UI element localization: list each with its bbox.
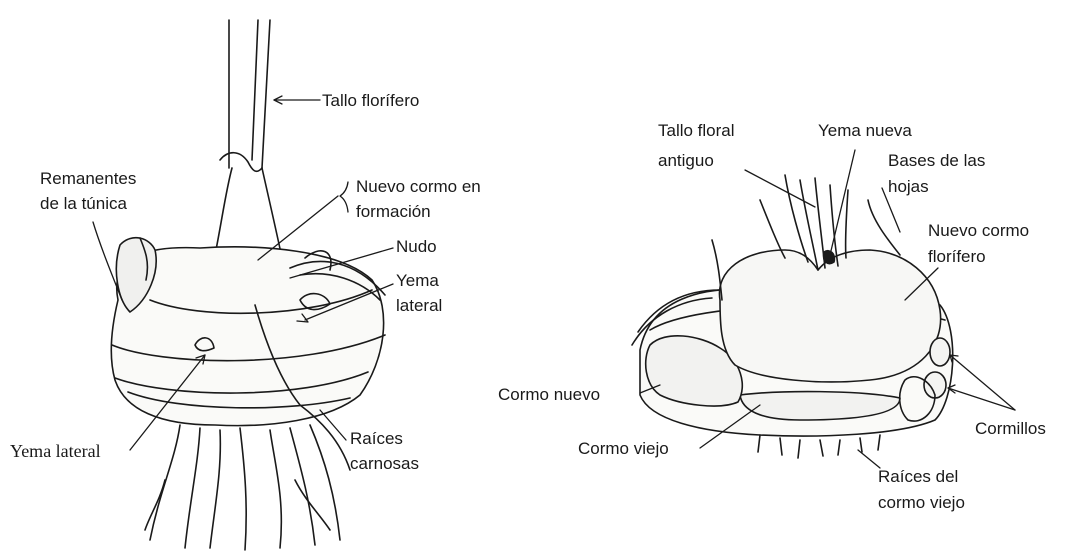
label-raices-line2: carnosas xyxy=(350,453,419,474)
label-yema-lateral-right-line2: lateral xyxy=(396,295,442,316)
label-tallo-florifero: Tallo florífero xyxy=(322,90,419,111)
label-cormo-nuevo: Cormo nuevo xyxy=(498,384,600,405)
label-cormillos: Cormillos xyxy=(975,418,1046,439)
label-remanentes-line2: de la túnica xyxy=(40,193,127,214)
label-nuevo-cormo-line1: Nuevo cormo en xyxy=(356,176,481,197)
label-yema-lateral-left: Yema lateral xyxy=(10,441,101,462)
label-remanentes-line1: Remanentes xyxy=(40,168,136,189)
label-tallo-floral-line1: Tallo floral xyxy=(658,120,735,141)
label-bases-line2: hojas xyxy=(888,176,929,197)
label-raices-del-line1: Raíces del xyxy=(878,466,958,487)
label-yema-lateral-right-line1: Yema xyxy=(396,270,439,291)
label-nudo: Nudo xyxy=(396,236,437,257)
label-raices-line1: Raíces xyxy=(350,428,403,449)
label-raices-del-line2: cormo viejo xyxy=(878,492,965,513)
label-bases-line1: Bases de las xyxy=(888,150,985,171)
label-nuevo-cormo-florifero-line1: Nuevo cormo xyxy=(928,220,1029,241)
label-nuevo-cormo-line2: formación xyxy=(356,201,431,222)
right-corm-drawing xyxy=(632,175,953,458)
label-yema-nueva: Yema nueva xyxy=(818,120,912,141)
label-tallo-floral-line2: antiguo xyxy=(658,150,714,171)
label-cormo-viejo: Cormo viejo xyxy=(578,438,669,459)
label-nuevo-cormo-florifero-line2: florífero xyxy=(928,246,986,267)
